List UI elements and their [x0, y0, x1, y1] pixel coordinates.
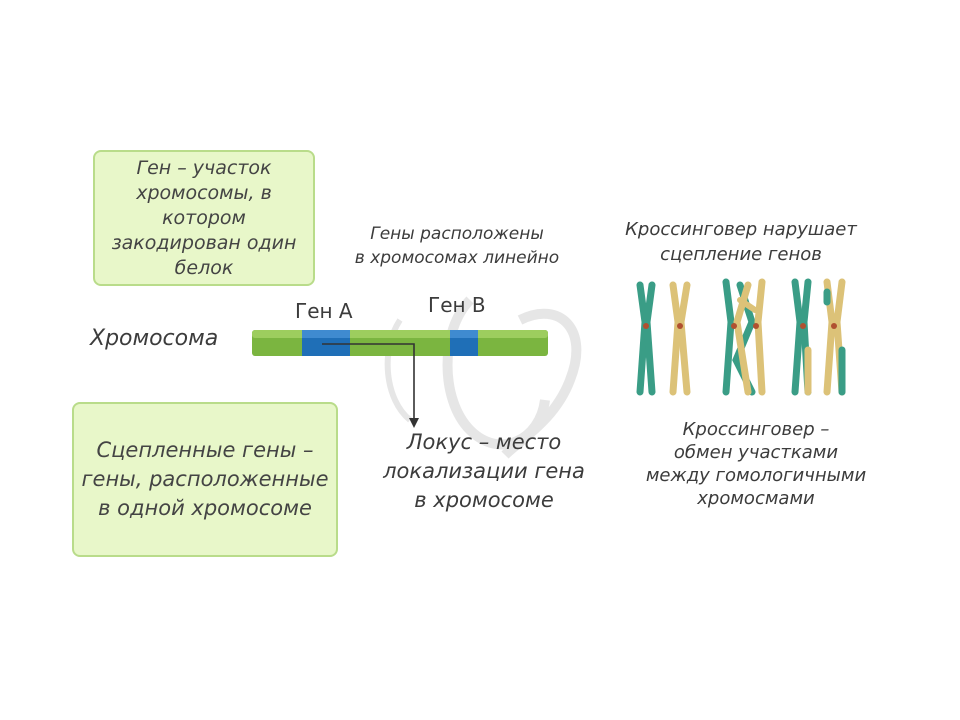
gene-definition-box: Ген – участок хромосомы, в котором закод…: [93, 150, 315, 286]
linked-genes-definition-text: Сцепленные гены – гены, расположенные в …: [81, 438, 329, 520]
crossing-over-definition: Кроссинговер – обмен участками между гом…: [645, 419, 867, 509]
chromosome-pair-2: [722, 278, 766, 396]
crossing-over-title: Кроссинговер нарушает сцепление генов: [625, 219, 857, 265]
chromosome-label: Хромосома: [90, 326, 219, 351]
chromosome-pair-1: [636, 281, 691, 396]
crossing-over-illustration: [636, 278, 846, 396]
gene-b-label: Ген В: [428, 293, 486, 317]
locus-arrow: [322, 343, 419, 428]
gene-a-label: Ген А: [295, 299, 353, 323]
linear-arrangement-note: Гены расположены в хромосомах линейно: [354, 224, 560, 268]
chromosome-bar: [252, 330, 548, 356]
locus-definition: Локус – место локализации гена в хромосо…: [383, 430, 585, 512]
linked-genes-definition-box: Сцепленные гены – гены, расположенные в …: [72, 402, 338, 557]
gene-definition-text: Ген – участок хромосомы, в котором закод…: [111, 156, 297, 279]
chromosome-pair-3: [791, 278, 846, 396]
